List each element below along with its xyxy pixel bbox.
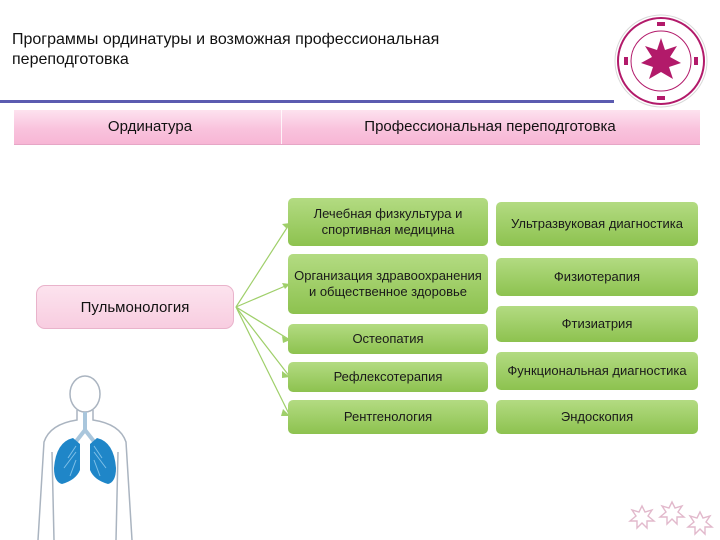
program-node-left: Лечебная физкультура и спортивная медици…: [288, 198, 488, 246]
ministry-logo-icon: [614, 14, 708, 108]
arrow-head: [281, 409, 290, 416]
program-node-right: Физиотерапия: [496, 258, 698, 296]
program-node-right: Фтизиатрия: [496, 306, 698, 342]
connector-line: [235, 306, 291, 378]
connector-line: [235, 306, 291, 417]
title-divider: [0, 100, 614, 103]
program-node-right: Эндоскопия: [496, 400, 698, 434]
connector-line: [235, 306, 291, 341]
slide-title: Программы ординатуры и возможная професс…: [12, 31, 440, 68]
program-node-left: Рентгенология: [288, 400, 488, 434]
connector-line: [235, 283, 291, 308]
column-header-bar: [14, 110, 700, 145]
human-lungs-icon: [37, 375, 133, 540]
decorative-stars-icon: [628, 500, 714, 536]
program-node-left: Рефлексотерапия: [288, 362, 488, 392]
program-node-left: Остеопатия: [288, 324, 488, 354]
residency-header: Ординатура: [107, 118, 193, 135]
column-header-separator: [281, 110, 282, 144]
program-node-right: Функциональная диагностика: [496, 352, 698, 390]
arrow-head: [282, 336, 290, 343]
retraining-header: Профессиональная переподготовка: [364, 118, 616, 135]
program-node-right: Ультразвуковая диагностика: [496, 202, 698, 246]
pulmonology-node: Пульмонология: [36, 285, 234, 329]
connector-line: [235, 222, 291, 308]
program-node-left: Организация здравоохранения и общественн…: [288, 254, 488, 314]
